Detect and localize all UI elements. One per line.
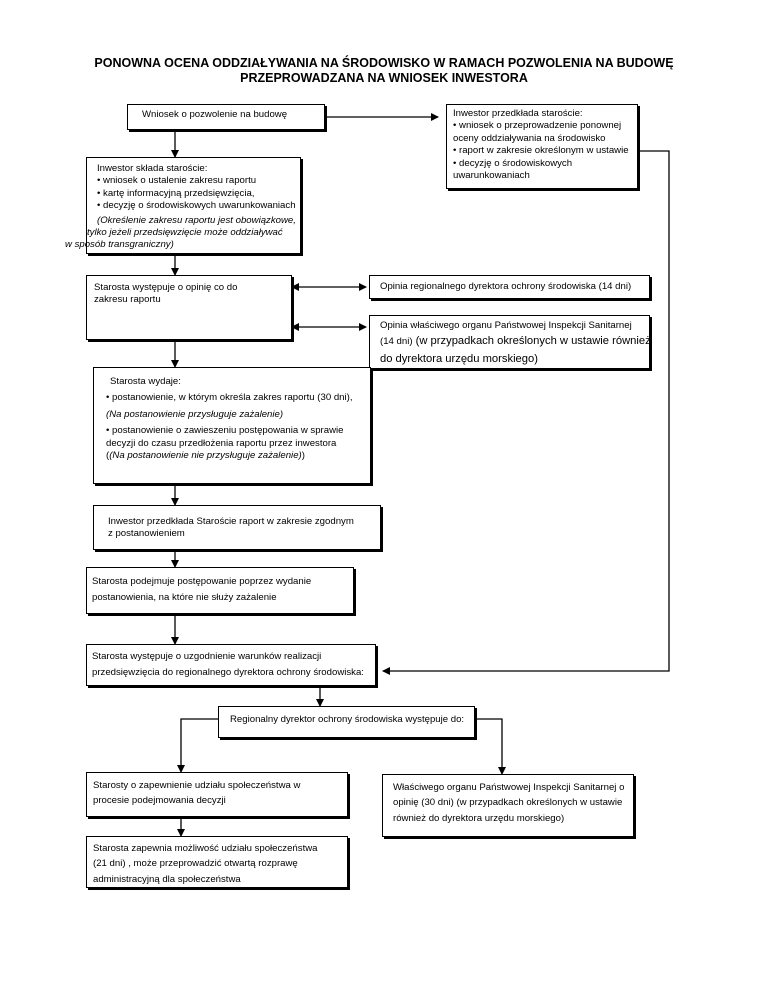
box-inwestor-przedklada: Inwestor przedkłada staroście: • wniosek…: [446, 104, 638, 189]
box-line: (21 dni) , może przeprowadzić otwartą ro…: [93, 858, 298, 870]
box-line: (14 dni) (w przypadkach określonych w us…: [380, 334, 651, 348]
box-line: Inwestor przedkłada staroście:: [453, 108, 583, 119]
box-rdos-wystepuje: Regionalny dyrektor ochrony środowiska w…: [218, 706, 475, 738]
box-starosta-wydaje: Starosta wydaje: • postanowienie, w któr…: [93, 367, 371, 484]
arrow-right-loop: [382, 150, 670, 675]
box-line: Starosta podejmuje postępowanie poprzez …: [92, 576, 312, 587]
box-line: uwarunkowaniach: [453, 170, 530, 182]
box-line: oceny oddziaływania na środowisko: [453, 132, 606, 144]
box-line: • kartę informacyjną przedsięwzięcia,: [97, 187, 255, 199]
box-opinia-rdos: Opinia regionalnego dyrektora ochrony śr…: [369, 275, 650, 299]
box-line: Inwestor przedkłada Staroście raport w z…: [108, 516, 354, 527]
box-text: (14 dni): [380, 336, 413, 348]
box-line: Starosta występuje o uzgodnienie warunkó…: [92, 651, 322, 662]
box-starosta-wystepuje-opinia: Starosta występuje o opinię co do zakres…: [86, 275, 292, 340]
box-line: ((Na postanowienie nie przysługuje zażal…: [106, 450, 305, 462]
box-line: Starosta wydaje:: [110, 376, 181, 387]
box-opinia-pis: Opinia właściwego organu Państwowej Insp…: [369, 315, 651, 369]
box-line: Opinia właściwego organu Państwowej Insp…: [380, 320, 632, 331]
box-line: z postanowieniem: [108, 528, 185, 540]
box-line: postanowienia, na które nie służy zażale…: [92, 592, 277, 604]
box-line: również do dyrektora urzędu morskiego): [393, 812, 565, 824]
arrow-branch-left: [177, 718, 218, 773]
diagram-title-line2: PRZEPROWADZANA NA WNIOSEK INWESTORA: [240, 71, 528, 85]
box-note-line: tylko jeżeli przedsięwzięcie może oddzia…: [87, 227, 283, 239]
box-line: zakresu raportu: [94, 294, 161, 306]
box-note-line: (Na postanowienie przysługuje zażalenie): [106, 408, 284, 420]
box-line: • wniosek o ustalenie zakresu raportu: [97, 175, 257, 187]
box-line: • postanowienie o zawieszeniu postępowan…: [106, 425, 344, 437]
box-note-text: (Na postanowienie nie przysługuje zażale…: [109, 450, 302, 462]
box-line: Starosty o zapewnienie udziału społeczeń…: [93, 780, 301, 791]
box-pis-opinia-30-dni: Właściwego organu Państwowej Inspekcji S…: [382, 774, 634, 837]
box-line: Właściwego organu Państwowej Inspekcji S…: [393, 782, 625, 793]
box-line: Starosta zapewnia możliwość udziału społ…: [93, 843, 318, 854]
box-starosty-zapewnienie: Starosty o zapewnienie udziału społeczeń…: [86, 772, 348, 817]
box-line: • postanowienie, w którym określa zakres…: [106, 392, 353, 404]
box-text: (w przypadkach określonych w ustawie rów…: [412, 335, 651, 348]
box-line: decyzji do czasu przedłożenia raportu pr…: [106, 437, 337, 449]
box-text: Wniosek o pozwolenie na budowę: [142, 109, 288, 120]
box-line: • raport w zakresie określonym w ustawie: [453, 145, 629, 157]
box-note-line: w sposób transgraniczny): [65, 239, 174, 251]
arrow-branch-right: [475, 718, 506, 775]
box-line: • decyzję o środowiskowych uwarunkowania…: [97, 200, 296, 212]
box-starosta-uzgodnienie: Starosta występuje o uzgodnienie warunkó…: [86, 644, 376, 686]
box-starosta-podejmuje: Starosta podejmuje postępowanie poprzez …: [86, 567, 354, 614]
box-wniosek-o-pozwolenie: Wniosek o pozwolenie na budowę: [127, 104, 325, 130]
box-line: do dyrektora urzędu morskiego): [380, 352, 538, 365]
box-line: • wniosek o przeprowadzenie ponownej: [453, 120, 622, 132]
box-line: opinię (30 dni) (w przypadkach określony…: [393, 797, 623, 809]
box-inwestor-sklada: Inwestor składa staroście: • wniosek o u…: [65, 157, 301, 254]
box-note-line: (Określenie zakresu raportu jest obowiąz…: [97, 214, 296, 226]
box-starosta-zapewnia: Starosta zapewnia możliwość udziału społ…: [86, 836, 348, 888]
box-text: Regionalny dyrektor ochrony środowiska w…: [230, 714, 465, 725]
box-inwestor-przedklada-raport: Inwestor przedkłada Staroście raport w z…: [93, 505, 381, 550]
box-line: przedsięwzięcia do regionalnego dyrektor…: [92, 667, 364, 679]
box-line: Inwestor składa staroście:: [97, 163, 208, 174]
box-line: Starosta występuje o opinię co do: [94, 282, 238, 293]
box-text: Opinia regionalnego dyrektora ochrony śr…: [380, 281, 632, 292]
box-line: administracyjną dla społeczeństwa: [93, 873, 241, 885]
box-line: procesie podejmowania decyzji: [93, 795, 226, 807]
diagram-title-line1: PONOWNA OCENA ODDZIAŁYWANIA NA ŚRODOWISK…: [94, 56, 674, 70]
box-line: • decyzję o środowiskowych: [453, 157, 573, 169]
